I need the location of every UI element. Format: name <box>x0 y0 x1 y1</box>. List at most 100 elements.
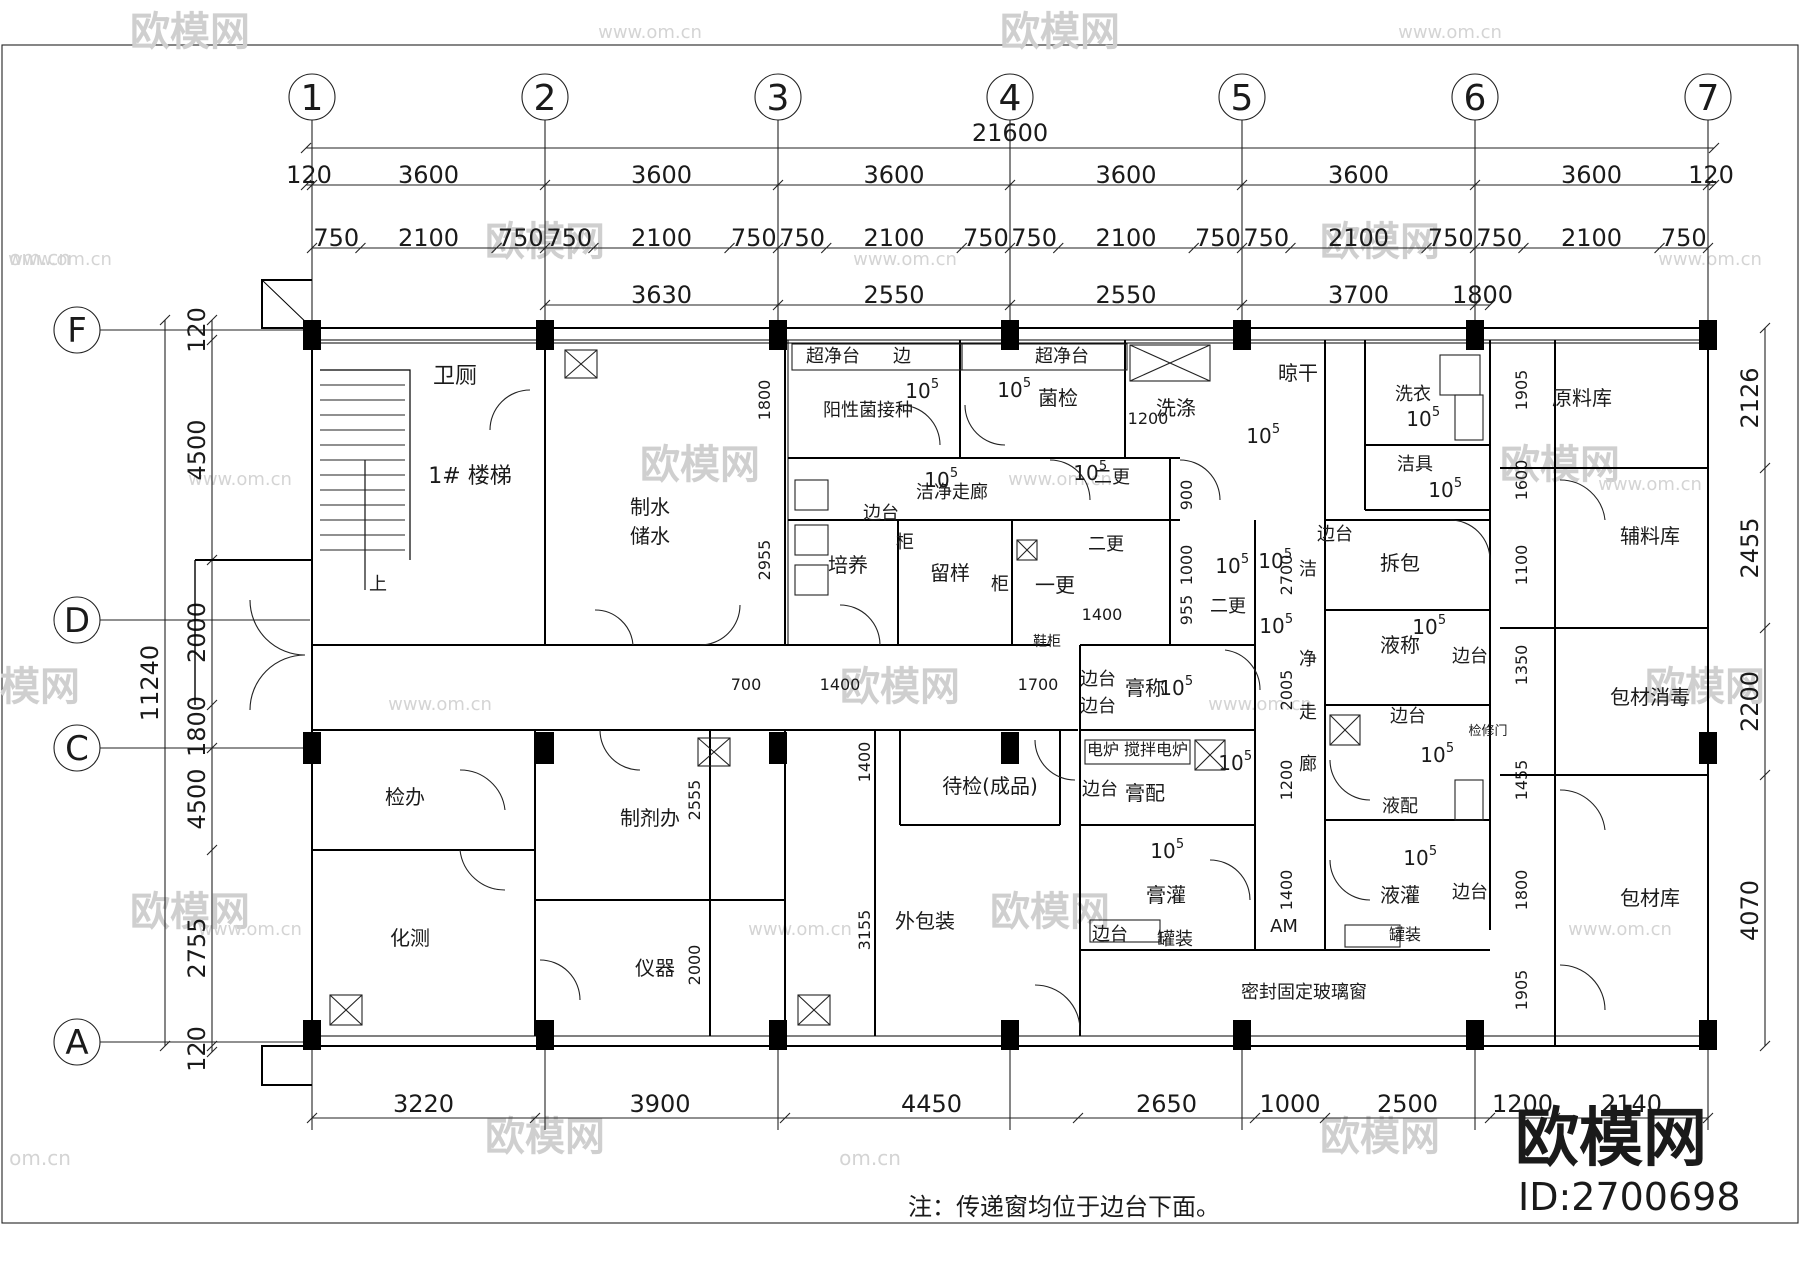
dim-text: 3600 <box>1095 161 1156 189</box>
room-label-liquid_weigh: 液称 <box>1380 633 1420 657</box>
dim-tick <box>724 242 735 254</box>
interior-dim: 1100 <box>1512 545 1531 586</box>
axis-label-3: 3 <box>767 78 790 119</box>
dim-text: 750 <box>546 224 592 252</box>
room-label-cabinet2: 柜 <box>991 574 1009 595</box>
dim-text: 4450 <box>901 1090 962 1118</box>
column <box>1699 1020 1717 1050</box>
watermark-url: www.om.cn <box>388 694 492 715</box>
interior-dim: 1200 <box>1128 409 1169 428</box>
room-label-bact: 菌检 <box>1038 386 1078 410</box>
interior-dim: 1700 <box>1018 675 1059 694</box>
sink-symbol <box>1194 739 1226 771</box>
dim-text: 2550 <box>863 281 924 309</box>
room-label-liquid_mix: 液配 <box>1382 796 1418 817</box>
dim-tick <box>306 242 318 254</box>
room-label-shoe: 鞋柜 <box>1033 634 1061 650</box>
dim-tick <box>1759 622 1771 634</box>
watermark-url: www.om.cn <box>748 919 852 940</box>
dim-tick <box>1702 1112 1714 1124</box>
dim-text: 120 <box>183 1026 211 1072</box>
column <box>1233 320 1251 350</box>
room-label-stair: 1# 楼梯 <box>428 464 511 489</box>
dim-text: 3600 <box>1328 161 1389 189</box>
interior-dim: 1400 <box>820 675 861 694</box>
dim-text: 2455 <box>1736 517 1764 578</box>
dim-text: 3600 <box>398 161 459 189</box>
service-door-box <box>1454 779 1484 821</box>
sink-symbol <box>329 994 363 1026</box>
column <box>303 320 321 350</box>
clean-grade-exp: 5 <box>1241 552 1249 567</box>
dim-tick <box>539 299 551 311</box>
dim-tick <box>1004 242 1016 254</box>
dim-tick <box>1759 769 1771 781</box>
dim-tick <box>206 1046 218 1058</box>
axis-label-C: C <box>65 729 89 769</box>
watermark-url: www.om.cn <box>853 249 957 270</box>
interior-dim: 2005 <box>1277 670 1296 711</box>
stair-treads <box>320 384 405 590</box>
interior-dim: 955 <box>1177 595 1196 626</box>
column <box>1001 732 1019 764</box>
interior-dim: 1905 <box>1512 970 1531 1011</box>
dim-tick <box>820 242 832 254</box>
clean-grade: 10 <box>1150 839 1175 863</box>
dim-text: 4500 <box>183 768 211 829</box>
dim-text: 2200 <box>1736 671 1764 732</box>
dim-text: 750 <box>498 224 544 252</box>
clean-grade: 10 <box>997 378 1022 402</box>
clean-grade: 10 <box>1420 743 1445 767</box>
column <box>1699 732 1717 764</box>
room-label-edge-table: 边台 <box>1080 696 1116 717</box>
room-label-wash: 洗涤 <box>1156 396 1196 420</box>
room-label-paste_weigh: 膏称 <box>1125 676 1165 700</box>
interior-dim: 2700 <box>1277 555 1296 596</box>
interior-dim: 1905 <box>1512 370 1531 411</box>
room-label-ultra1: 超净台 <box>806 346 860 367</box>
clean-grade: 10 <box>1246 424 1271 448</box>
clean-grade-exp: 5 <box>1285 612 1293 627</box>
watermark-url: www.om.cn <box>1568 919 1672 940</box>
incubator <box>794 524 829 556</box>
dim-tick <box>159 1040 171 1052</box>
watermark-brand: 欧模网 <box>840 664 960 710</box>
watermark-brand: 欧模网 <box>130 9 250 55</box>
dim-text: 11240 <box>136 645 164 721</box>
room-label-change1: 一更 <box>1035 573 1075 597</box>
dim-text: 1200 <box>1492 1090 1553 1118</box>
dim-text: 750 <box>779 224 825 252</box>
clean-grade: 10 <box>1412 615 1437 639</box>
equipment-symbols <box>329 343 1484 1026</box>
dim-text: 4070 <box>1736 880 1764 941</box>
column <box>303 1020 321 1050</box>
dim-tick <box>956 242 968 254</box>
sink-symbol-cross <box>797 994 831 1026</box>
axis-label-5: 5 <box>1231 78 1254 119</box>
dim-tick <box>1759 1040 1771 1052</box>
dim-text: 3600 <box>631 161 692 189</box>
watermark-brand: 欧模网 <box>1320 1114 1440 1160</box>
room-label-water2: 储水 <box>630 524 670 548</box>
dim-tick <box>1702 179 1714 191</box>
interior-dim: 1400 <box>1277 870 1296 911</box>
sink-symbol-cross <box>697 737 731 767</box>
dim-tick <box>1236 299 1248 311</box>
axis-label-1: 1 <box>301 78 324 119</box>
dim-tick <box>159 314 171 326</box>
dim-text: 120 <box>1688 161 1734 189</box>
clean-grade: 10 <box>924 468 949 492</box>
dim-text: 2100 <box>398 224 459 252</box>
dim-tick <box>1469 179 1481 191</box>
room-label-paste_fill: 膏灌 <box>1146 883 1186 907</box>
clean-grade-exp: 5 <box>1284 547 1292 562</box>
washer-symbol-cross <box>1129 344 1211 382</box>
dim-tick <box>1654 242 1665 254</box>
dim-text: 2100 <box>1561 224 1622 252</box>
structural-columns <box>303 320 1717 1050</box>
dim-tick <box>1708 179 1720 191</box>
dim-text: 2500 <box>1377 1090 1438 1118</box>
dim-tick <box>300 179 312 191</box>
watermark-brand: 欧模网 <box>1500 442 1620 488</box>
room-label-service_door: 检修门 <box>1468 724 1507 739</box>
